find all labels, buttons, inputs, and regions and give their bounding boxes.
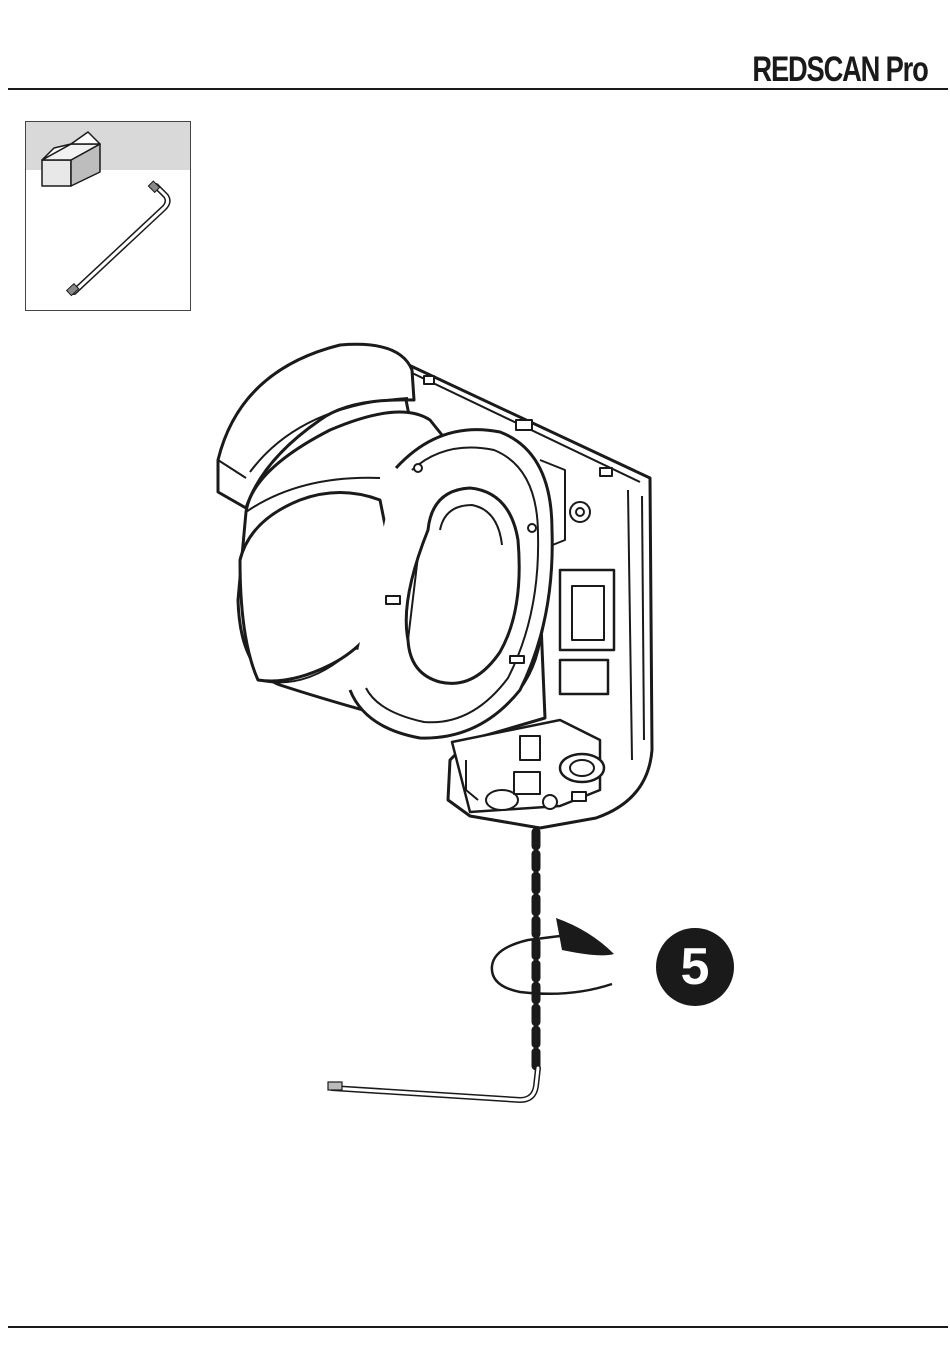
step-number-badge: 5 xyxy=(656,928,734,1006)
sensor-unit xyxy=(218,344,652,828)
rotate-clockwise-icon xyxy=(492,918,614,994)
hex-key-tool xyxy=(328,1068,538,1100)
footer-rule xyxy=(8,1326,948,1328)
